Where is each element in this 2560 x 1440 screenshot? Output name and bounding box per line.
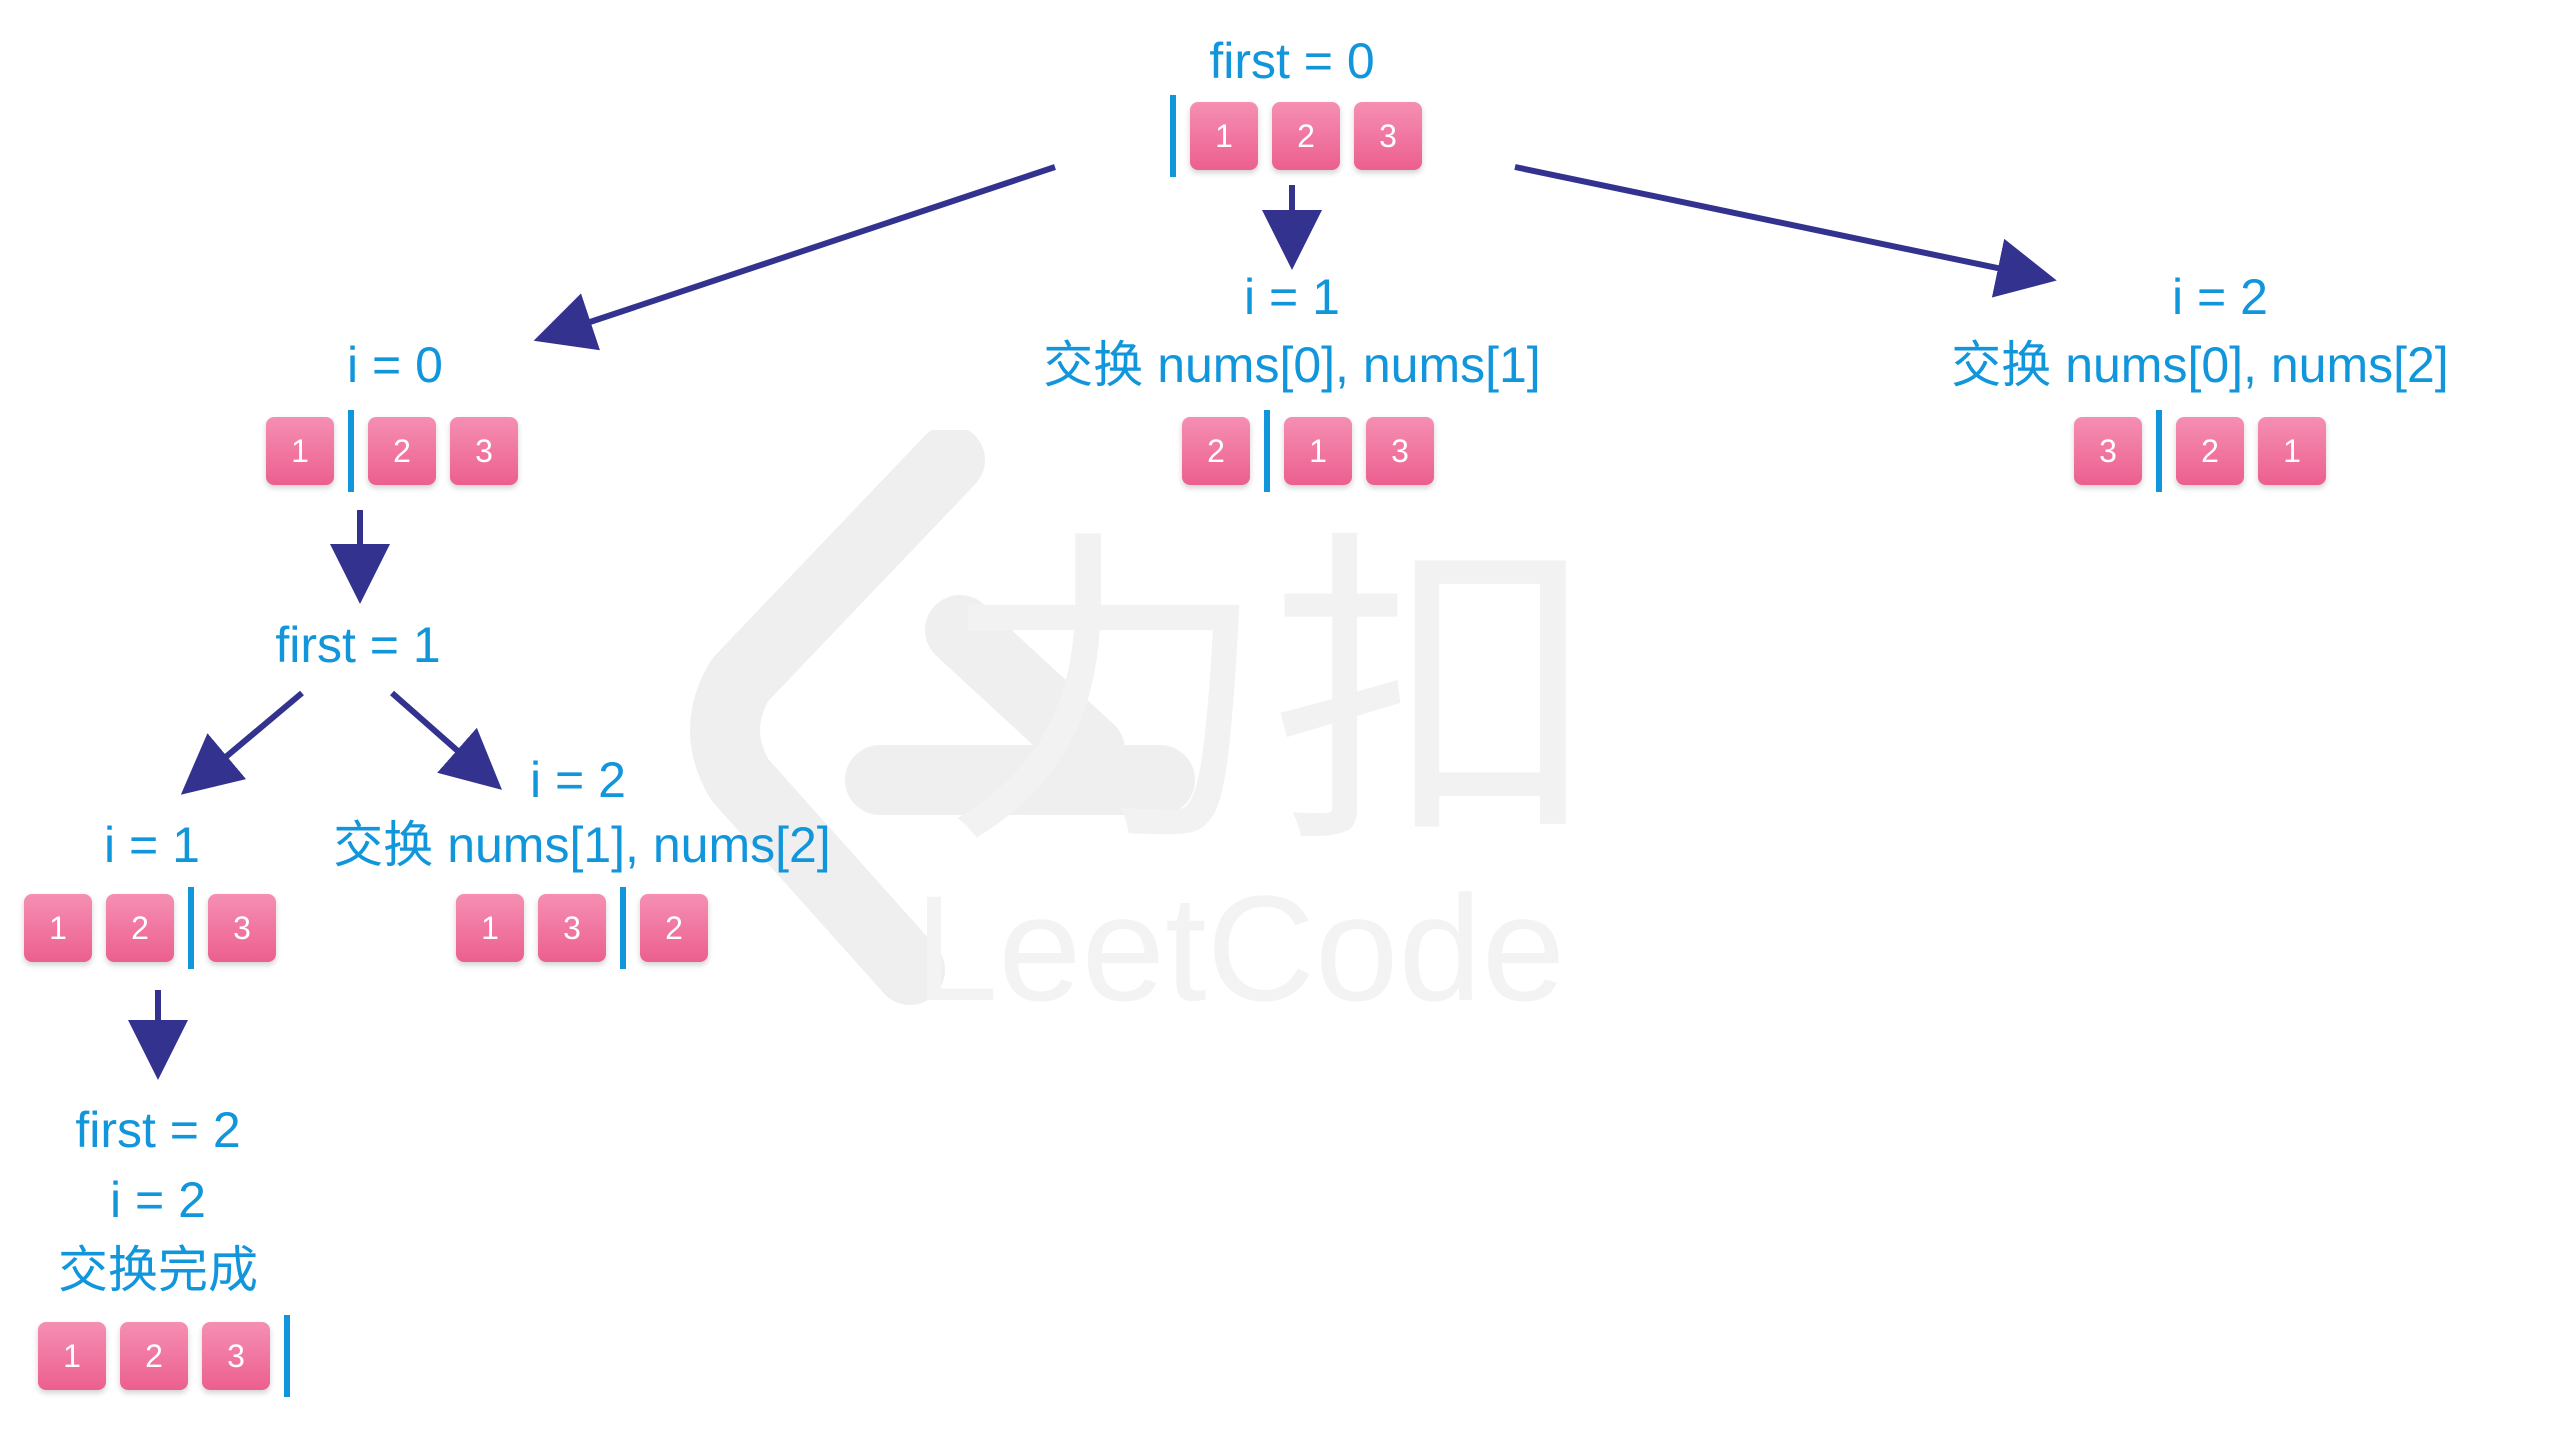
split-bar — [620, 887, 626, 969]
array-cell: 1 — [1190, 102, 1258, 170]
node-i0-label: i = 0 — [347, 337, 443, 393]
array-cell: 2 — [120, 1322, 188, 1390]
array-cell: 3 — [1354, 102, 1422, 170]
split-bar — [1170, 95, 1176, 177]
array-cell: 2 — [1272, 102, 1340, 170]
node-left-i2-label: i = 2 — [530, 752, 626, 808]
array-cell: 3 — [1366, 417, 1434, 485]
split-bar — [284, 1315, 290, 1397]
node-final-i: i = 2 — [110, 1172, 206, 1228]
array-cell: 2 — [640, 894, 708, 962]
split-bar — [348, 410, 354, 492]
array-cell: 3 — [2074, 417, 2142, 485]
node-i1-array: 2 1 3 — [1182, 410, 1434, 492]
split-bar — [1264, 410, 1270, 492]
array-cell: 1 — [24, 894, 92, 962]
watermark-logo: LeetCode — [915, 864, 1566, 1030]
node-i1-label: i = 1 — [1244, 269, 1340, 325]
split-bar — [2156, 410, 2162, 492]
watermark-brand: 力扣 — [940, 504, 1600, 888]
array-cell: 1 — [38, 1322, 106, 1390]
array-cell: 3 — [450, 417, 518, 485]
array-cell: 1 — [1284, 417, 1352, 485]
node-i2-array: 3 2 1 — [2074, 410, 2326, 492]
node-i2-swap: 交换 nums[0], nums[2] — [1951, 337, 2449, 393]
node-first1-label: first = 1 — [275, 617, 441, 673]
arrow-root-to-i2 — [1514, 164, 2057, 298]
array-cell: 1 — [2258, 417, 2326, 485]
array-cell: 3 — [202, 1322, 270, 1390]
node-final-first: first = 2 — [75, 1102, 241, 1158]
node-left-i2-array: 1 3 2 — [456, 887, 708, 969]
node-final-array: 1 2 3 — [38, 1315, 290, 1397]
array-cell: 1 — [266, 417, 334, 485]
array-cell: 2 — [106, 894, 174, 962]
node-left-i2-swap: 交换 nums[1], nums[2] — [333, 817, 831, 873]
split-bar — [188, 887, 194, 969]
array-cell: 3 — [538, 894, 606, 962]
leetcode-watermark: 力扣 LeetCode — [690, 430, 1600, 1030]
node-i1-swap: 交换 nums[0], nums[1] — [1043, 337, 1541, 393]
node-left-i1-label: i = 1 — [104, 817, 200, 873]
node-i2-label: i = 2 — [2172, 269, 2268, 325]
array-cell: 2 — [2176, 417, 2244, 485]
node-i0-array: 1 2 3 — [266, 410, 518, 492]
arrow-first1-to-left-i1 — [180, 690, 304, 795]
arrow-root-to-i0 — [533, 164, 1056, 351]
array-cell: 2 — [368, 417, 436, 485]
node-left-i1-array: 1 2 3 — [24, 887, 276, 969]
array-cell: 1 — [456, 894, 524, 962]
array-cell: 3 — [208, 894, 276, 962]
array-cell: 2 — [1182, 417, 1250, 485]
arrow-first1-to-left-i2 — [390, 690, 503, 790]
root-label-first: first = 0 — [1209, 33, 1375, 89]
root-array: 1 2 3 — [1170, 95, 1422, 177]
node-final-done: 交换完成 — [58, 1242, 258, 1298]
